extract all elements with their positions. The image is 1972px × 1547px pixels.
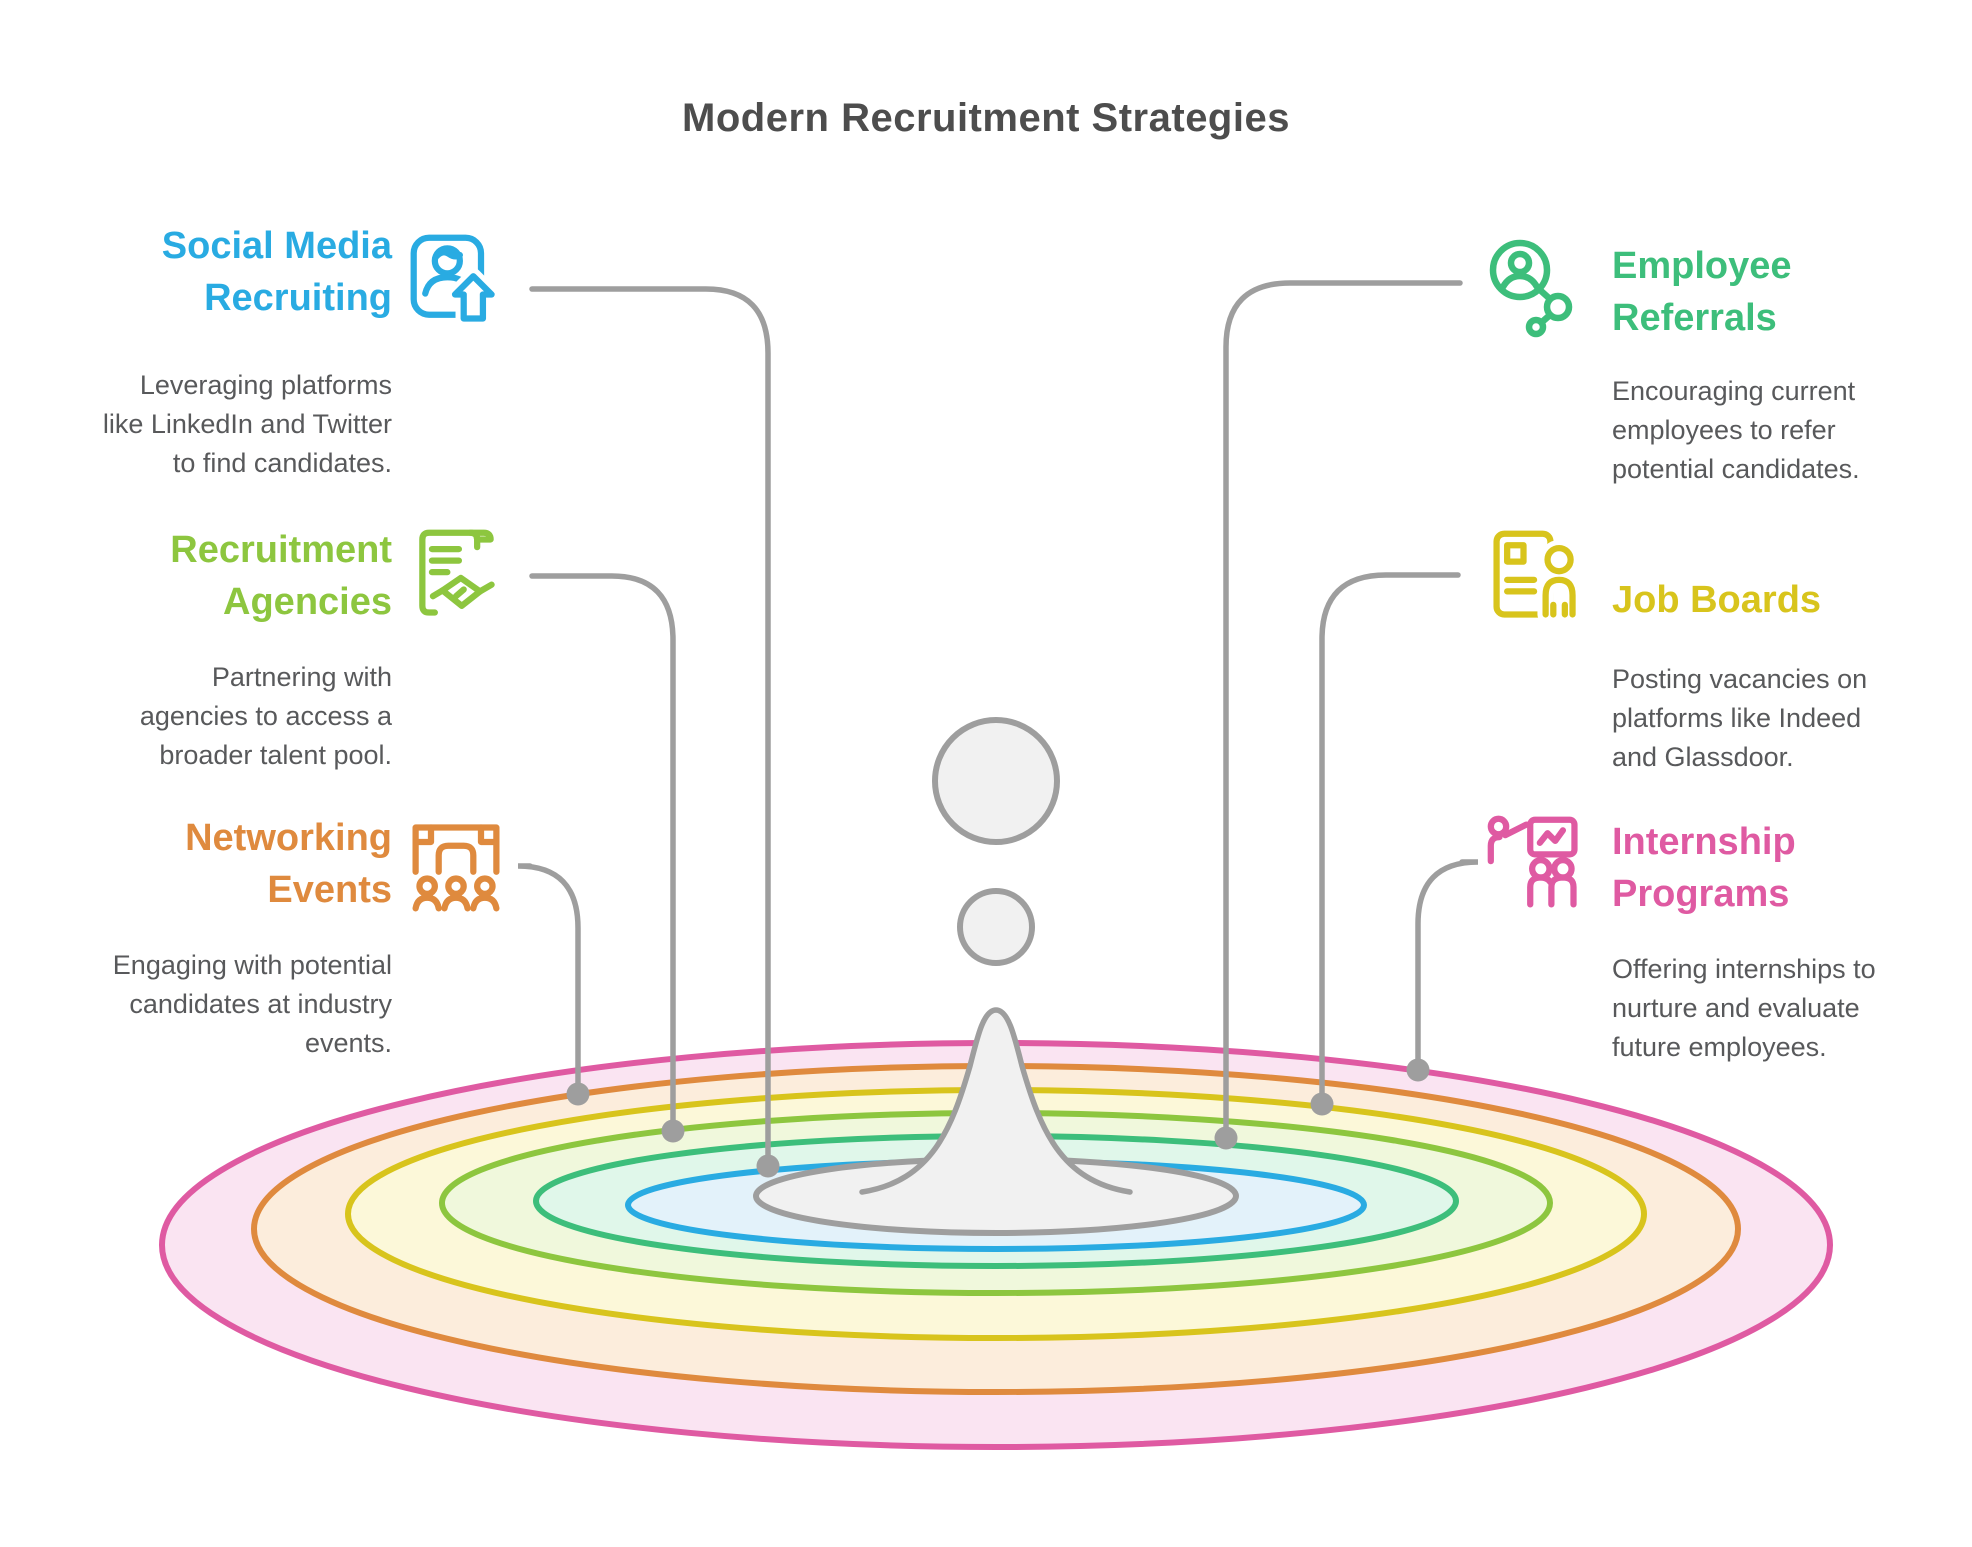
internship-programs-icon xyxy=(1486,814,1586,914)
connector-dot-employee-referrals xyxy=(1214,1126,1238,1150)
item-title-social-media-recruiting: Social Media Recruiting xyxy=(161,225,392,319)
item-title-job-boards: Job Boards xyxy=(1612,579,1822,621)
connector-networking-events xyxy=(517,863,581,1091)
connector-dot-internship-programs xyxy=(1406,1058,1430,1082)
item-title-recruitment-agencies: Recruitment Agencies xyxy=(170,529,392,623)
connector-internship-programs xyxy=(1415,859,1479,1067)
droplet-small xyxy=(957,888,1035,966)
item-title-networking-events: Networking Events xyxy=(185,817,392,911)
connector-social-media-recruiting xyxy=(529,286,771,1161)
splash-column xyxy=(859,1007,1133,1195)
item-desc-social-media-recruiting: Leveraging platforms like LinkedIn and T… xyxy=(102,370,392,478)
recruitment-agencies-icon xyxy=(406,524,506,628)
employee-referrals-icon xyxy=(1484,238,1588,342)
item-desc-networking-events: Engaging with potential candidates at in… xyxy=(112,950,392,1058)
connector-job-boards xyxy=(1319,572,1461,1101)
connector-employee-referrals xyxy=(1223,280,1463,1135)
item-desc-job-boards: Posting vacancies on platforms like Inde… xyxy=(1612,664,1868,772)
droplet-large xyxy=(932,717,1060,845)
item-title-employee-referrals: Employee Referrals xyxy=(1612,245,1792,339)
item-desc-recruitment-agencies: Partnering with agencies to access a bro… xyxy=(139,662,392,770)
item-desc-employee-referrals: Encouraging current employees to refer p… xyxy=(1612,376,1860,484)
connector-dot-networking-events xyxy=(566,1082,590,1106)
connector-dot-job-boards xyxy=(1310,1092,1334,1116)
job-boards-icon xyxy=(1486,524,1586,628)
connector-recruitment-agencies xyxy=(529,573,676,1129)
page-title: Modern Recruitment Strategies xyxy=(682,96,1290,140)
item-desc-internship-programs: Offering internships to nurture and eval… xyxy=(1612,954,1876,1062)
networking-events-icon xyxy=(406,816,506,916)
item-title-internship-programs: Internship Programs xyxy=(1612,821,1796,915)
social-media-recruiting-icon xyxy=(406,232,506,332)
connector-dot-social-media-recruiting xyxy=(756,1154,780,1178)
connector-dot-recruitment-agencies xyxy=(661,1119,685,1143)
